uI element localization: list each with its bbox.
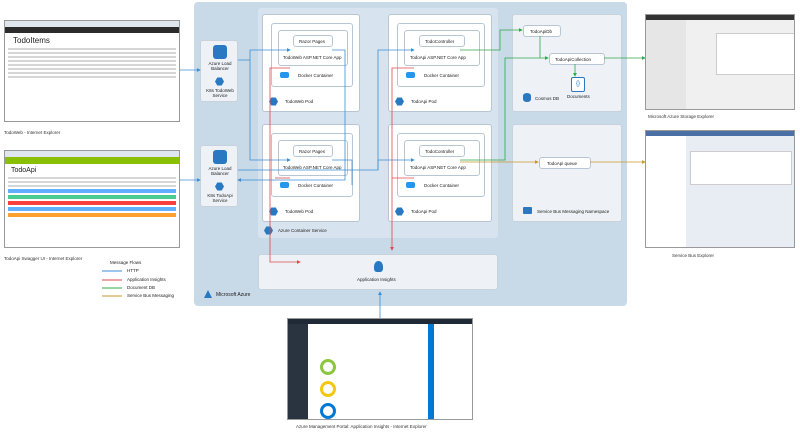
todo-api-collection: TodoApiCollection — [549, 53, 605, 65]
service-bus-icon — [523, 207, 532, 214]
swagger-caption: TodoApi Swagger UI - Internet Explorer — [4, 256, 83, 261]
api-pod-bottom: TodoController TodoApi ASP.NET Core App … — [388, 124, 492, 222]
load-balancer-icon — [213, 150, 227, 164]
pod-icon — [395, 97, 404, 106]
storage-explorer-caption: Microsoft Azure Storage Explorer — [648, 114, 715, 119]
legend-service-bus: Service Bus Messaging — [127, 293, 175, 298]
todoweb-screenshot: TodoItems — [4, 20, 180, 122]
docker-container: TodoController TodoApi ASP.NET Core App … — [397, 23, 485, 87]
legend-app-insights: Application Insights — [127, 277, 166, 282]
service-bus-namespace: TodoApi queue Service Bus Messaging Name… — [512, 124, 622, 222]
documents-icon: {} — [571, 77, 585, 92]
container-service-label: Azure Container Service — [278, 228, 327, 233]
api-lb-title: Azure Load Balancer — [208, 166, 232, 176]
todo-controller: TodoController — [419, 145, 465, 157]
legend-document-db: Document DB — [127, 285, 156, 290]
web-lb-title: Azure Load Balancer — [208, 61, 232, 71]
k8s-service-icon — [215, 77, 224, 86]
legend-title: Message Flows — [110, 260, 142, 265]
todo-controller: TodoController — [419, 35, 465, 47]
swagger-heading: TodoApi — [11, 167, 37, 174]
docker-container: Razor Pages TodoWeb ASP.NET Core App Doc… — [271, 23, 353, 87]
pod-icon — [269, 207, 278, 216]
docker-icon — [280, 182, 289, 188]
service-bus-explorer-screenshot — [645, 130, 795, 248]
swagger-brand: swagger — [9, 166, 27, 171]
web-lb-service: K8s TodoWeb Service — [206, 88, 234, 98]
api-lb-service: K8s TodoApi Service — [207, 193, 233, 203]
lightbulb-icon — [374, 261, 383, 272]
azure-label: Microsoft Azure — [216, 292, 251, 298]
container-service-icon — [264, 226, 273, 235]
cosmos-db-icon — [523, 93, 531, 102]
todo-api-queue: TodoApi queue — [539, 157, 591, 169]
service-bus-explorer-caption: Service Bus Explorer — [672, 253, 715, 258]
razor-pages: Razor Pages — [293, 35, 333, 47]
aspnet-app: TodoController TodoApi ASP.NET Core App — [404, 30, 480, 66]
swagger-screenshot: swagger TodoApi — [4, 150, 180, 248]
pod-icon — [395, 207, 404, 216]
pod-icon — [269, 97, 278, 106]
todo-api-db: TodoApiDb — [523, 25, 561, 37]
cosmos-db: TodoApiDb TodoApiCollection {} Documents… — [512, 14, 622, 112]
portal-caption: Azure Management Portal: Application Ins… — [296, 424, 427, 429]
azure-logo-icon — [204, 290, 212, 298]
aspnet-app: Razor Pages TodoWeb ASP.NET Core App — [278, 30, 348, 66]
api-load-balancer: Azure Load Balancer K8s TodoApi Service — [200, 145, 238, 207]
web-pod-top: Razor Pages TodoWeb ASP.NET Core App Doc… — [262, 14, 360, 112]
web-load-balancer: Azure Load Balancer K8s TodoWeb Service — [200, 40, 238, 102]
docker-icon — [406, 72, 415, 78]
aspnet-app: TodoController TodoApi ASP.NET Core App — [404, 140, 480, 176]
docker-icon — [280, 72, 289, 78]
todoweb-caption: TodoWeb - Internet Explorer — [4, 130, 61, 135]
api-pod-top: TodoController TodoApi ASP.NET Core App … — [388, 14, 492, 112]
storage-explorer-screenshot — [645, 14, 795, 110]
docker-icon — [406, 182, 415, 188]
portal-screenshot — [287, 318, 473, 420]
legend-http: HTTP — [127, 268, 139, 273]
todoweb-heading: TodoItems — [13, 36, 50, 45]
docker-container: TodoController TodoApi ASP.NET Core App … — [397, 133, 485, 197]
k8s-service-icon — [215, 182, 224, 191]
load-balancer-icon — [213, 45, 227, 59]
razor-pages: Razor Pages — [293, 145, 333, 157]
